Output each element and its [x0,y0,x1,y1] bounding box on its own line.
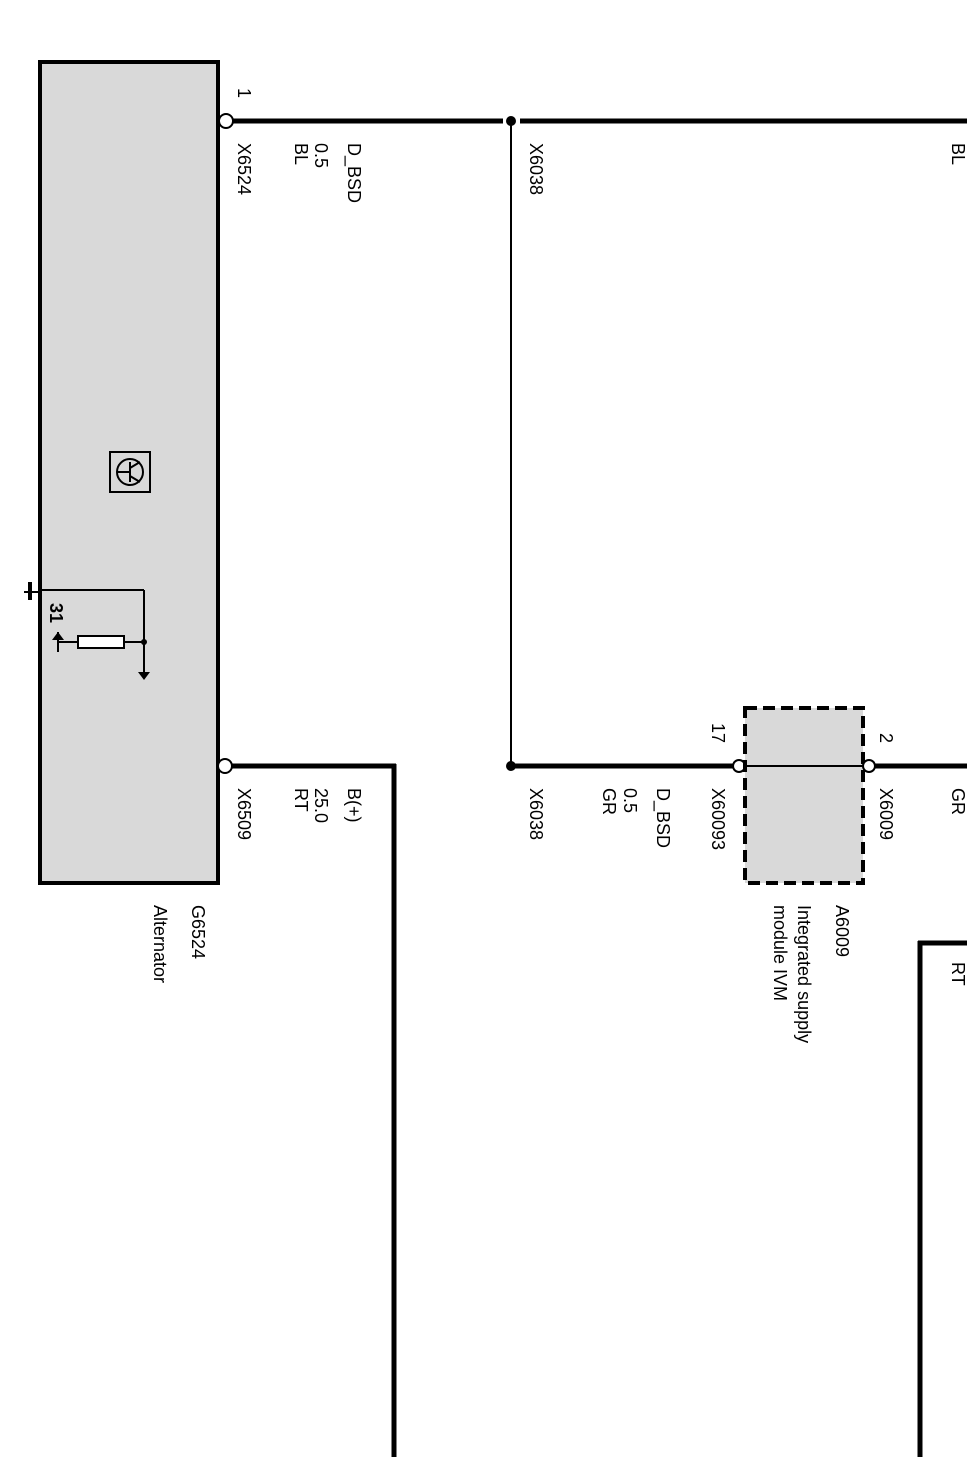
ivm-box [743,706,865,885]
splice-label-top: X6038 [526,143,546,195]
color-label-battery: RT [291,788,311,812]
signal-label-battery: B(+) [344,788,364,823]
gauge-label-ivm-in: 0.5 [620,788,640,813]
splice-label-bottom: X6038 [526,788,546,840]
color-label-top-right: BL [948,143,967,165]
ground-icon [24,582,40,600]
connector-label-x6509: X6509 [234,788,254,840]
terminal-pin-2 [862,759,876,773]
arrow-icon [138,672,150,680]
terminal-b-plus [217,758,233,774]
signal-label-top: D_BSD [343,143,364,203]
ivm-id: A6009 [832,905,852,957]
ivm-name-line1: Integrated supply [794,905,814,1043]
color-label-ivm-out: GR [948,788,967,815]
ivm-name-line2: module IVM [770,905,790,1001]
signal-label-ivm-in: D_BSD [652,788,673,848]
gauge-label-battery: 25.0 [311,788,331,823]
color-label-top: BL [291,143,311,165]
alternator-name: Alternator [150,905,170,983]
pin-label-2: 2 [876,733,896,743]
gauge-label-top: 0.5 [311,143,331,168]
pin-label-31: 31 [46,603,66,623]
connector-label-x6009: X6009 [876,788,896,840]
connector-label-x60093: X60093 [708,788,728,850]
internal-resistor-network [40,589,150,680]
connector-label-x6524: X6524 [234,143,254,195]
pin-label-17: 17 [708,723,728,743]
regulator-icon [109,451,151,493]
color-label-right-rt: RT [948,962,967,986]
terminal-pin-1 [218,113,234,129]
splice-dot-bottom [506,761,516,771]
alternator-id: G6524 [188,905,208,959]
color-label-ivm-in: GR [599,788,619,815]
resistor-icon [77,635,125,649]
pin-label-1: 1 [234,88,254,98]
